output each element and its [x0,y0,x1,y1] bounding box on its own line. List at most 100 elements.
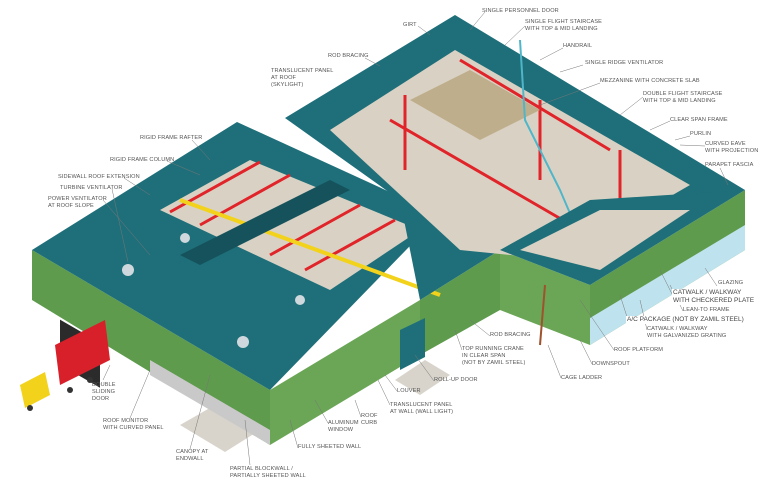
label-line: LEAN-TO FRAME [683,307,730,313]
label-line: SINGLE FLIGHT STAIRCASE [525,19,603,25]
label-girt: GIRT [403,22,417,29]
label-line: CATWALK / WALKWAY [647,326,708,332]
label-roof-platform: ROOF PLATFORM [614,347,663,354]
label-louver: LOUVER [397,388,421,395]
label-sidewall-roof-extension: SIDEWALL ROOF EXTENSION [58,174,140,181]
label-line: AT WALL (WALL LIGHT) [390,409,454,415]
label-line: CURB [361,420,378,426]
label-line: SIDEWALL ROOF EXTENSION [58,174,140,180]
partial-blockwall [150,360,270,445]
label-cage-ladder: CAGE LADDER [561,375,602,382]
label-line: GIRT [403,22,417,28]
left-wing-roof-cutaway [160,160,420,290]
clear-span-frames [389,58,622,232]
label-line: A/C PACKAGE (NOT BY ZAMIL STEEL) [627,316,744,323]
truck [20,320,110,411]
label-line: DOUBLE [92,382,116,388]
label-line: ROD BRACING [328,53,369,59]
truck-trailer [55,320,110,385]
label-line: GLAZING [718,280,744,286]
mezzanine [410,70,540,140]
label-line: WITH TOP & MID LANDING [643,98,716,104]
label-line: PARTIAL BLOCKWALL / [230,466,293,472]
label-line: ROOF MONITOR [103,418,149,424]
label-downspout: DOWNSPOUT [592,361,630,368]
label-mezzanine: MEZZANINE WITH CONCRETE SLAB [600,78,700,85]
turbine-ventilator [122,264,134,276]
label-line: SLIDING [92,389,116,395]
label-rigid-frame-rafter: RIGID FRAME RAFTER [140,135,202,142]
label-line: ENDWALL [176,456,204,462]
leader-lines [102,11,729,466]
label-line: SINGLE RIDGE VENTILATOR [585,60,664,66]
roof-monitor [180,180,350,265]
label-line: TURBINE VENTILATOR [60,185,123,191]
roll-up-door [400,318,425,370]
label-line: WINDOW [328,427,354,433]
label-line: WITH PROJECTION [705,148,759,154]
ventilators [122,233,305,348]
label-ac-package: A/C PACKAGE (NOT BY ZAMIL STEEL) [626,316,745,324]
label-fully-sheeted-wall: FULLY SHEETED WALL [298,444,361,451]
label-line: DOWNSPOUT [592,361,630,367]
label-line: ROOF [361,413,378,419]
label-parapet-fascia: PARAPET FASCIA [705,162,753,169]
label-line: WITH TOP & MID LANDING [525,26,598,32]
label-line: CANOPY AT [176,449,209,455]
label-line: (SKYLIGHT) [271,82,304,88]
label-line: ROLL-UP DOOR [434,377,478,383]
label-line: PARAPET FASCIA [705,162,754,168]
concrete-apron [180,405,260,452]
label-clear-span-frame: CLEAR SPAN FRAME [670,117,728,124]
label-rigid-frame-column: RIGID FRAME COLUMN [110,157,174,164]
cage-ladder [539,284,546,346]
label-line: AT ROOF [271,75,297,81]
label-line: FULLY SHEETED WALL [298,444,362,450]
left-wing-front-wall [270,300,420,445]
lean-to-roof-cutaway [520,210,690,270]
staircase [519,39,576,226]
label-line: CAGE LADDER [561,375,603,381]
truck-cab [20,372,50,408]
crane-beam [179,198,441,297]
label-line: WITH GALVANIZED GRATING [647,333,727,339]
label-line: PARTIALLY SHEETED WALL [230,473,306,479]
label-line: DOOR [92,396,110,402]
label-line: RIGID FRAME RAFTER [140,135,203,141]
label-line: WITH CURVED PANEL [103,425,164,431]
label-line: POWER VENTILATOR [48,196,107,202]
label-partial-blockwall: PARTIAL BLOCKWALL /PARTIALLY SHEETED WAL… [230,466,306,480]
label-line: MEZZANINE WITH CONCRETE SLAB [600,78,700,84]
label-line: ALUMINUM [328,420,359,426]
label-line: ROOF PLATFORM [614,347,664,353]
label-line: ROD BRACING [490,332,531,338]
label-rod-bracing: ROD BRACING [328,53,369,60]
label-line: TOP RUNNING CRANE [462,346,524,352]
label-purlin: PURLIN [690,131,711,138]
label-line: CATWALK / WALKWAY [673,289,742,296]
label-line: TRANSLUCENT PANEL [271,68,334,74]
label-line: IN CLEAR SPAN [462,353,506,359]
label-lean-to-frame: LEAN-TO FRAME [683,307,730,314]
label-line: RIGID FRAME COLUMN [110,157,175,163]
label-turbine-ventilator: TURBINE VENTILATOR [60,185,123,192]
concrete-apron [395,360,450,395]
label-rod-bracing-bottom: ROD BRACING [490,332,531,339]
label-handrail: HANDRAIL [563,43,592,50]
label-line: (NOT BY ZAMIL STEEL) [462,360,526,366]
